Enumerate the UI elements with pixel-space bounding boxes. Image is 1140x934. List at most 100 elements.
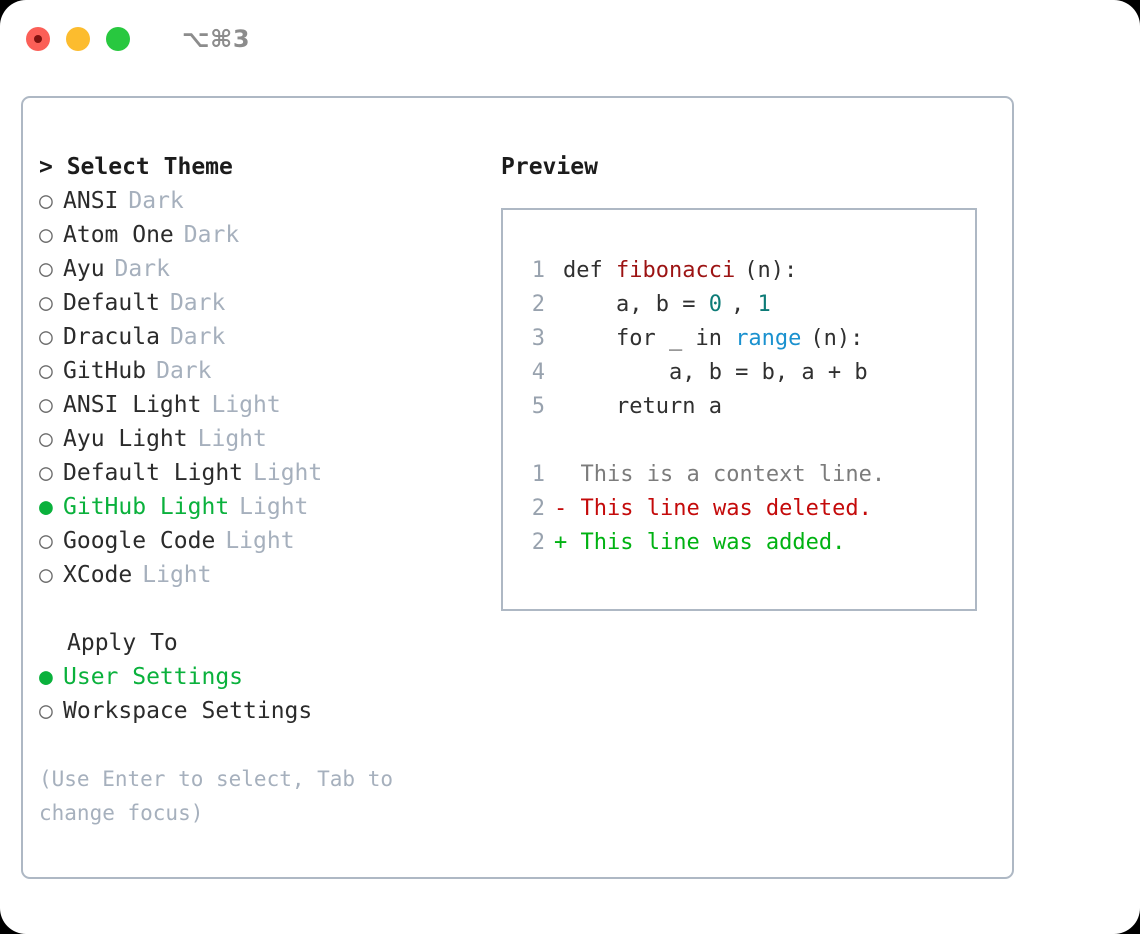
code-line-number: 5 — [531, 394, 545, 419]
theme-option-row[interactable]: ○ ANSI Light Light — [39, 388, 479, 422]
diff-line-text: This is a context line. — [580, 462, 886, 487]
diff-line-add: 2+ This line was added. — [519, 526, 969, 560]
code-line-text: return a — [545, 390, 722, 424]
preview-title: Preview — [501, 154, 598, 180]
theme-option-name: GitHub — [63, 358, 147, 384]
radio-unselected-icon: ○ — [39, 324, 53, 350]
code-token-plain: def — [563, 258, 616, 283]
code-token-fn: fibonacci — [615, 258, 736, 283]
theme-option-row[interactable]: ○ GitHub Dark — [39, 354, 479, 388]
minimize-button[interactable] — [66, 27, 90, 51]
theme-option-row[interactable]: ○ Atom One Dark — [39, 218, 479, 252]
code-line: 4 a, b = b, a + b — [519, 356, 969, 390]
code-line-text: def fibonacci(n): — [545, 254, 797, 288]
code-token-call: range — [735, 326, 802, 351]
theme-option-name: XCode — [63, 562, 133, 588]
radio-unselected-icon: ○ — [39, 358, 53, 384]
diff-marker: - — [554, 496, 581, 521]
theme-option-name: GitHub Light — [63, 494, 230, 520]
spacer — [39, 592, 479, 626]
theme-option-name: Atom One — [63, 222, 174, 248]
apply-to-label: Apply To — [67, 630, 178, 656]
diff-line-number: 2 — [531, 530, 545, 555]
code-line-text: a, b = b, a + b — [545, 356, 868, 390]
code-line-text: for _ in range (n): — [545, 322, 863, 356]
theme-option-row[interactable]: ○ Default Dark — [39, 286, 479, 320]
theme-option-category: Light — [253, 460, 323, 486]
theme-option-row[interactable]: ○ Default Light Light — [39, 456, 479, 490]
theme-option-category: Light — [142, 562, 212, 588]
window-shortcut-label: ⌥⌘3 — [182, 25, 251, 53]
maximize-button[interactable] — [106, 27, 130, 51]
theme-option-name: Default Light — [63, 460, 244, 486]
radio-unselected-icon: ○ — [39, 222, 53, 248]
theme-option-category: Light — [239, 494, 309, 520]
theme-option-category: Dark — [128, 188, 184, 214]
diff-sample: 1 This is a context line. 2- This line wa… — [519, 458, 969, 560]
theme-option-name: ANSI Light — [63, 392, 202, 418]
code-line-number: 3 — [531, 326, 545, 351]
apply-to-option-row[interactable]: ○Workspace Settings — [39, 694, 479, 728]
theme-option-row[interactable]: ○ Google Code Light — [39, 524, 479, 558]
radio-selected-icon: ● — [39, 664, 53, 690]
diff-marker — [554, 462, 581, 487]
code-token-num: 0 — [708, 292, 722, 317]
theme-option-category: Light — [225, 528, 295, 554]
close-button[interactable] — [26, 27, 50, 51]
code-token-plain: (n): — [810, 326, 864, 351]
theme-option-name: Default — [63, 290, 160, 316]
apply-to-option-row[interactable]: ● User Settings — [39, 660, 479, 694]
radio-unselected-icon: ○ — [39, 392, 53, 418]
radio-unselected-icon: ○ — [39, 528, 53, 554]
code-line-number: 1 — [531, 258, 545, 283]
theme-option-category: Light — [211, 392, 281, 418]
diff-line-number: 2 — [531, 496, 545, 521]
code-token-plain: return a — [563, 394, 722, 419]
code-token-plain: a, b = b, a + b — [563, 360, 868, 385]
radio-unselected-icon: ○ — [39, 698, 53, 724]
radio-unselected-icon: ○ — [39, 460, 53, 486]
radio-unselected-icon: ○ — [39, 426, 53, 452]
theme-option-name: Google Code — [63, 528, 216, 554]
theme-option-name: Dracula — [63, 324, 160, 350]
code-line: 5 return a — [519, 390, 969, 424]
code-line-number: 4 — [531, 360, 545, 385]
radio-unselected-icon: ○ — [39, 188, 53, 214]
theme-option-category: Light — [197, 426, 267, 452]
radio-unselected-icon: ○ — [39, 290, 53, 316]
theme-option-category: Dark — [156, 358, 212, 384]
code-token-plain: , — [730, 292, 758, 317]
theme-option-category: Dark — [169, 290, 226, 316]
apply-to-options: ● User Settings ○Workspace Settings — [39, 660, 479, 728]
diff-line-body: - This line was deleted. — [545, 492, 872, 526]
code-line-text: a, b = 0, 1 — [545, 288, 771, 322]
theme-list-header: > Select Theme — [39, 154, 233, 180]
code-token-plain: for _ in — [563, 326, 736, 351]
theme-option-name: Ayu — [63, 256, 105, 282]
keyboard-hint-text: (Use Enter to select, Tab to change focu… — [39, 767, 406, 825]
diff-line-ctx: 1 This is a context line. — [519, 458, 969, 492]
apply-to-option-name: User Settings — [63, 664, 244, 690]
theme-option-category: Dark — [114, 256, 170, 282]
theme-option-row[interactable]: ● GitHub Light Light — [39, 490, 479, 524]
code-line: 2 a, b = 0, 1 — [519, 288, 969, 322]
theme-option-category: Dark — [183, 222, 240, 248]
traffic-lights — [26, 27, 130, 51]
code-line-number: 2 — [531, 292, 545, 317]
radio-unselected-icon: ○ — [39, 562, 53, 588]
theme-option-row[interactable]: ○ XCode Light — [39, 558, 479, 592]
radio-selected-icon: ● — [39, 494, 53, 520]
diff-marker: + — [554, 530, 581, 555]
